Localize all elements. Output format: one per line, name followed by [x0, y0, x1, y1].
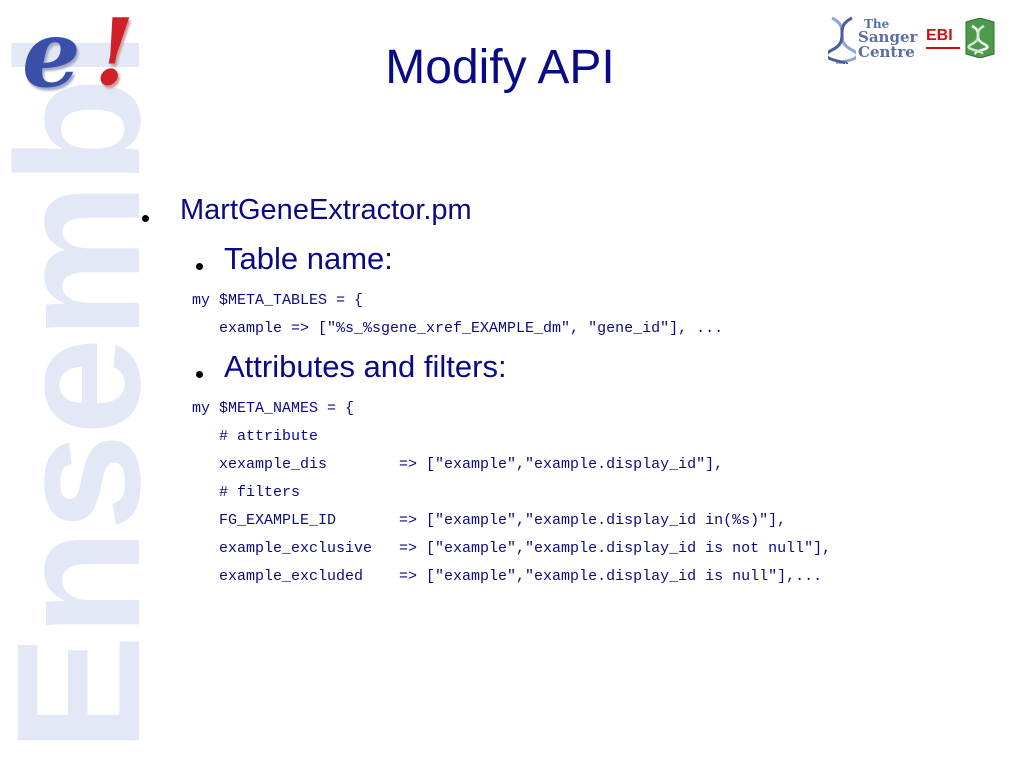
item-martgeneextractor: MartGeneExtractor.pm — [180, 194, 472, 226]
sanger-line1: The — [864, 17, 890, 31]
code-line: my $META_TABLES = { — [192, 292, 364, 309]
ebi-underline — [926, 47, 960, 49]
subitem-attributes-filters: Attributes and filters: — [224, 349, 507, 384]
code-line: my $META_NAMES = { — [192, 400, 355, 417]
logo-e: e — [22, 0, 81, 108]
code-line: example_exclusive => ["example","example… — [192, 540, 832, 557]
code-line: FG_EXAMPLE_ID => ["example","example.dis… — [192, 512, 787, 529]
code-line: # attribute — [192, 428, 319, 445]
ensembl-logo: e ! — [22, 0, 142, 108]
code-line: example => ["%s_%sgene_xref_EXAMPLE_dm",… — [192, 320, 724, 337]
page-title: Modify API — [385, 41, 615, 94]
dna-helix-icon — [828, 16, 856, 64]
ensembl-watermark: Ensembl — [0, 32, 177, 752]
ebi-emblem-icon — [965, 18, 995, 58]
logo-exclaim: ! — [94, 0, 135, 106]
sanger-centre-logo: The Sanger Centre — [828, 16, 918, 64]
code-line: xexample_dis => ["example","example.disp… — [192, 456, 724, 473]
sanger-line2: Sanger — [858, 28, 918, 46]
bullet-icon — [196, 371, 203, 378]
bullet-icon — [142, 215, 149, 222]
code-line: example_excluded => ["example","example.… — [192, 568, 823, 585]
code-line: # filters — [192, 484, 301, 501]
bullet-icon — [196, 263, 203, 270]
sanger-line3: Centre — [858, 43, 915, 61]
ebi-text: EBI — [926, 27, 953, 44]
subitem-table-name: Table name: — [224, 241, 393, 276]
ebi-logo: EBI — [926, 18, 998, 58]
